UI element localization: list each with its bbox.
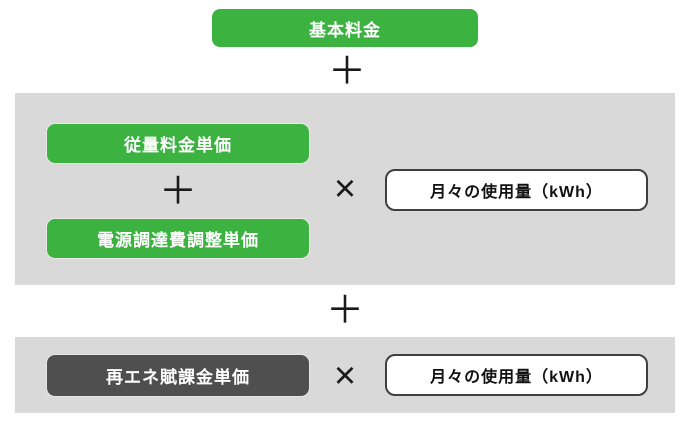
monthly-usage-box: 月々の使用量（kWh） bbox=[385, 169, 648, 211]
renewable-levy-unit-price-box: 再エネ賦課金単価 bbox=[47, 355, 309, 396]
plus-operator: ＋ bbox=[327, 51, 366, 93]
usage-charge-section: 従量料金単価 ＋ 電源調達費調整単価 × 月々の使用量（kWh） bbox=[15, 93, 675, 285]
multiply-operator: × bbox=[333, 355, 357, 397]
power-procurement-adjustment-unit-price-box: 電源調達費調整単価 bbox=[47, 219, 309, 258]
basic-fee-box: 基本料金 bbox=[212, 9, 478, 47]
volumetric-unit-price-box: 従量料金単価 bbox=[47, 124, 309, 163]
multiply-operator: × bbox=[333, 168, 357, 210]
monthly-usage-box: 月々の使用量（kWh） bbox=[385, 354, 648, 396]
plus-operator: ＋ bbox=[158, 171, 197, 213]
plus-operator: ＋ bbox=[325, 290, 364, 332]
renewable-levy-section: 再エネ賦課金単価 × 月々の使用量（kWh） bbox=[15, 337, 675, 413]
